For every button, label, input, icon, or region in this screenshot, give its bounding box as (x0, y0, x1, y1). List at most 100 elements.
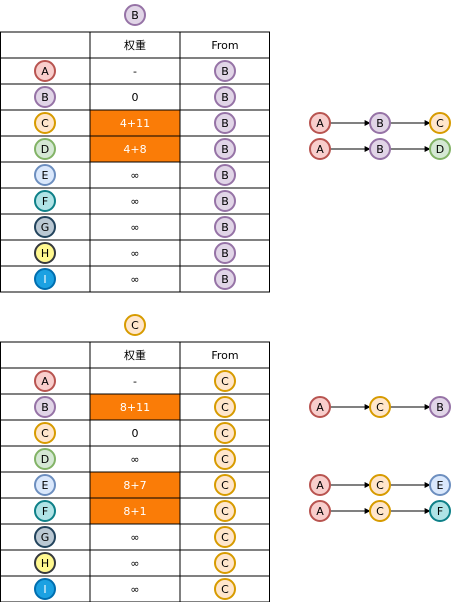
path-node-circle (309, 474, 331, 496)
row-node-circle (34, 552, 56, 574)
from-node: C (214, 422, 236, 444)
table-1-source-node-circle (124, 314, 146, 336)
path-node-circle (429, 138, 451, 160)
from-node-label: C (221, 427, 229, 440)
path-node: F (429, 500, 451, 522)
weight-cell: ∞ (130, 583, 139, 596)
row-node-label: F (42, 195, 48, 208)
from-node: C (214, 552, 236, 574)
from-node: B (214, 190, 236, 212)
table-row: G ∞ C (34, 526, 236, 548)
row-node-circle (34, 474, 56, 496)
from-node-circle (214, 500, 236, 522)
path-node: D (429, 138, 451, 160)
from-node: B (214, 268, 236, 290)
path-node-circle (429, 500, 451, 522)
path-node-circle (369, 500, 391, 522)
weight-cell: 8+11 (120, 401, 150, 414)
path-node-label: C (436, 117, 444, 130)
row-node-circle (34, 216, 56, 238)
path-node-circle (309, 396, 331, 418)
from-node: C (214, 448, 236, 470)
highlight-cell (90, 472, 180, 498)
from-node-label: C (221, 401, 229, 414)
path-node: C (429, 112, 451, 134)
from-node: C (214, 578, 236, 600)
row-node: D (34, 138, 56, 160)
path-node: A (309, 112, 331, 134)
row-node-label: G (41, 531, 50, 544)
row-node-circle (34, 60, 56, 82)
weight-cell: ∞ (130, 273, 139, 286)
from-node: B (214, 86, 236, 108)
row-node: I (34, 268, 56, 290)
row-node-label: F (42, 505, 48, 518)
row-node-label: H (41, 557, 49, 570)
from-node-circle (214, 164, 236, 186)
from-node: C (214, 526, 236, 548)
row-node: D (34, 448, 56, 470)
row-node: I (34, 578, 56, 600)
from-node: C (214, 500, 236, 522)
from-node-label: C (221, 557, 229, 570)
path-node-circle (369, 112, 391, 134)
from-node-label: B (221, 247, 229, 260)
weight-cell: 4+8 (123, 143, 146, 156)
table-row: F ∞ B (34, 190, 236, 212)
weight-cell: ∞ (130, 195, 139, 208)
table-row: F 8+1 C (34, 500, 236, 522)
from-node-label: C (221, 453, 229, 466)
from-node-label: B (221, 169, 229, 182)
from-node-circle (214, 86, 236, 108)
weight-cell: 0 (132, 427, 139, 440)
path-node-circle (429, 396, 451, 418)
path-node-label: B (436, 401, 444, 414)
row-node-circle (34, 164, 56, 186)
weight-cell: ∞ (130, 531, 139, 544)
row-node-label: A (41, 375, 49, 388)
path-node-label: A (316, 479, 324, 492)
row-node: F (34, 500, 56, 522)
weight-cell: 4+11 (120, 117, 150, 130)
row-node: B (34, 396, 56, 418)
from-node: B (214, 138, 236, 160)
table-0-source-node-label: B (131, 9, 139, 22)
path-node-label: A (316, 401, 324, 414)
path-node-circle (309, 138, 331, 160)
row-node-label: G (41, 221, 50, 234)
from-node-circle (214, 526, 236, 548)
from-node-label: C (221, 505, 229, 518)
table-row: A-B (34, 60, 236, 82)
row-node-circle (34, 422, 56, 444)
row-node-circle (34, 396, 56, 418)
weight-cell: 8+7 (123, 479, 146, 492)
row-node-label: E (42, 169, 49, 182)
row-node: B (34, 86, 56, 108)
table-row: G∞B (34, 216, 236, 238)
column-header-weight: 权重 (124, 38, 146, 52)
row-node: G (34, 216, 56, 238)
from-node-circle (214, 268, 236, 290)
row-node-label: E (42, 479, 49, 492)
path-node: A (309, 474, 331, 496)
weight-cell: 8+1 (123, 505, 146, 518)
column-header-weight: 权重 (124, 348, 146, 362)
row-node: A (34, 60, 56, 82)
table-row: D∞C (34, 448, 236, 470)
path-node: B (369, 138, 391, 160)
row-node-circle (34, 268, 56, 290)
from-node-circle (214, 578, 236, 600)
path-node-circle (369, 474, 391, 496)
path-node: C (369, 500, 391, 522)
path-node: C (369, 474, 391, 496)
path-node-circle (369, 396, 391, 418)
weight-cell: - (133, 65, 137, 78)
weight-cell: - (133, 375, 137, 388)
table-0-source-node-circle (124, 4, 146, 26)
from-node: B (214, 112, 236, 134)
